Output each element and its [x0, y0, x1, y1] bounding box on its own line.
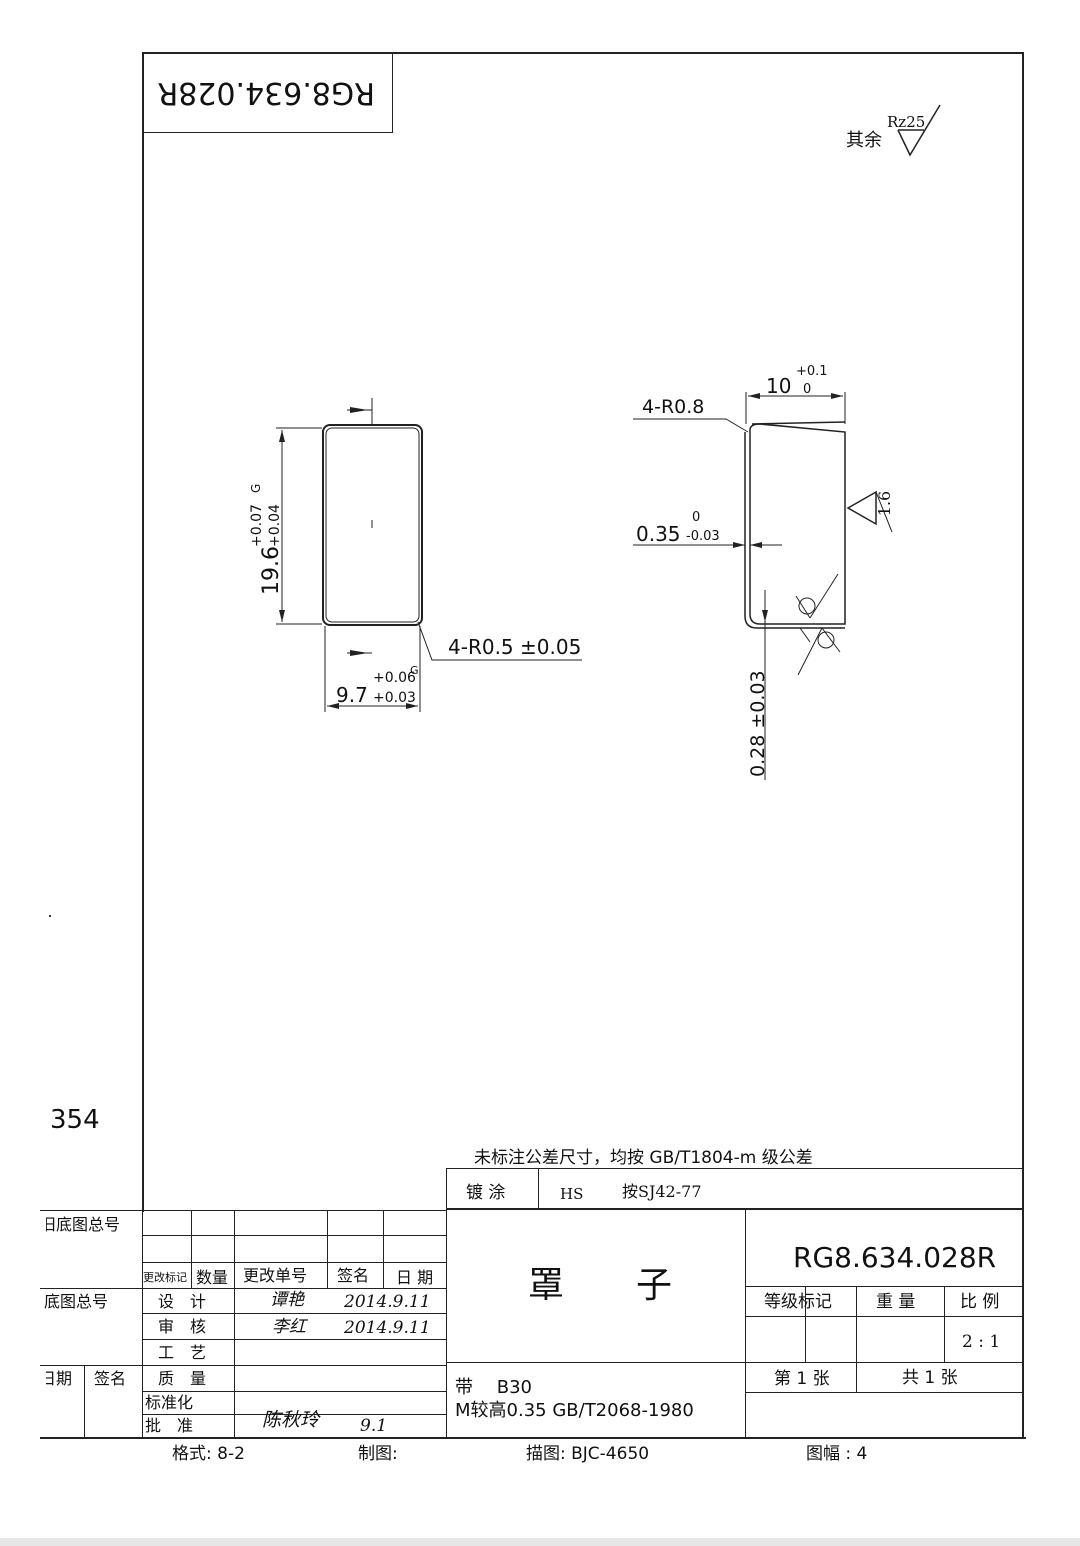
tb-line — [446, 1168, 1024, 1169]
sign-label: 签名 — [94, 1369, 127, 1388]
tb-line — [327, 1210, 328, 1288]
tb-line — [142, 1339, 446, 1340]
footer-sheet-size: 图幅 : 4 — [806, 1444, 868, 1464]
tb-line — [40, 1210, 446, 1211]
roughness-prefix: 其余 — [846, 130, 882, 151]
tb-line — [142, 1235, 446, 1236]
tb-line — [446, 1168, 447, 1438]
review-signature: 李红 — [272, 1317, 306, 1337]
role-process: 工 艺 — [158, 1343, 207, 1362]
page-number: 354 — [50, 1105, 100, 1135]
front-width-nominal: 9.7 — [336, 683, 368, 707]
tb-line — [40, 1437, 1026, 1439]
tb-line — [142, 1414, 446, 1415]
role-quality: 质 量 — [158, 1369, 207, 1388]
side-corner-radius: 4-R0.8 — [642, 396, 705, 418]
footer-format: 格式: 8-2 — [172, 1444, 245, 1464]
roughness-symbol-icon — [897, 104, 941, 157]
side-wall-nominal: 0.35 — [636, 522, 681, 546]
tb-line — [944, 1286, 945, 1362]
grade-label: 等级标记 — [764, 1292, 832, 1312]
tb-line — [40, 1365, 446, 1366]
roughness-value: Rz25 — [887, 113, 926, 131]
footer-traced-by: 描图: BJC-4650 — [526, 1444, 650, 1464]
stray-dot — [49, 915, 51, 917]
side-base-thickness: 0.28 ±0.03 — [747, 670, 769, 777]
change-docno-header: 更改单号 — [243, 1266, 308, 1285]
change-count-header: 数量 — [196, 1268, 229, 1287]
front-view-inner-outline — [325, 427, 420, 623]
front-width-tol-upper: +0.06 — [373, 670, 416, 686]
orig-total-label: 旧底图总号 — [40, 1215, 121, 1234]
tb-line — [142, 1391, 446, 1392]
plating-code: HS — [560, 1185, 584, 1203]
tolerance-note: 未标注公差尺寸，均按 GB/T1804-m 级公差 — [474, 1148, 813, 1168]
tb-line — [538, 1168, 539, 1208]
front-view-drawing — [276, 398, 582, 712]
tb-line — [446, 1208, 1024, 1210]
scale-value: 2 : 1 — [962, 1332, 1001, 1352]
front-corner-radius: 4-R0.5 ±0.05 — [448, 635, 582, 659]
tb-line — [446, 1362, 1024, 1363]
role-review: 审 核 — [158, 1317, 207, 1336]
change-date-header: 日 期 — [396, 1268, 434, 1287]
approve-date: 9.1 — [360, 1416, 388, 1436]
design-signature: 谭艳 — [270, 1290, 304, 1310]
drawing-number: RG8.634.028R — [793, 1241, 997, 1274]
tb-line — [745, 1286, 1024, 1287]
tb-line — [142, 1313, 446, 1314]
front-width-tol-lower: +0.03 — [373, 690, 416, 706]
tb-line — [191, 1210, 192, 1288]
front-width-tol-mark: G — [410, 664, 419, 677]
side-depth-tol-lower: 0 — [803, 382, 812, 397]
tb-line — [234, 1210, 235, 1437]
code-box — [142, 52, 393, 133]
role-standard: 标准化 — [145, 1393, 194, 1412]
side-view-drawing — [633, 392, 893, 780]
weight-label: 重 量 — [876, 1292, 916, 1312]
footer-drawn-by: 制图: — [358, 1444, 398, 1464]
tb-line — [142, 1262, 446, 1263]
frame-right — [1022, 52, 1024, 1437]
tb-line — [745, 1210, 746, 1438]
scale-label: 比 例 — [960, 1292, 1000, 1312]
approve-signature: 陈秋玲 — [262, 1409, 320, 1431]
material-line-1: 带 B30 — [455, 1377, 532, 1398]
frame-left — [142, 52, 144, 1212]
side-view-outline — [749, 423, 846, 625]
design-date: 2014.9.11 — [344, 1292, 431, 1312]
tb-line — [745, 1316, 1024, 1317]
tb-line — [383, 1210, 384, 1288]
role-approve: 批 准 — [145, 1416, 194, 1435]
change-sign-header: 签名 — [337, 1266, 370, 1285]
sheet-number: 第 1 张 — [774, 1369, 830, 1389]
tb-line — [856, 1286, 857, 1392]
side-depth-tol-upper: +0.1 — [796, 364, 828, 379]
bottom-gray-bar — [0, 1538, 1080, 1546]
side-wall-tol-upper: 0 — [692, 510, 701, 525]
base-total-label: 底图总号 — [44, 1292, 109, 1311]
tb-line — [84, 1365, 85, 1437]
tb-line — [142, 1210, 143, 1437]
tb-line — [745, 1392, 1024, 1393]
side-depth-nominal: 10 — [766, 374, 792, 398]
material-line-2: M较高0.35 GB/T2068-1980 — [455, 1400, 694, 1421]
sheet-total: 共 1 张 — [902, 1368, 958, 1388]
tb-line — [805, 1286, 806, 1362]
plating-label: 镀 涂 — [466, 1183, 506, 1203]
side-surface-finish: 1.6 — [875, 490, 895, 517]
part-name: 罩 子 — [528, 1265, 673, 1306]
side-wall-tol-lower: -0.03 — [686, 529, 720, 544]
role-design: 设 计 — [158, 1292, 207, 1311]
change-mark-header: 更改标记 — [143, 1271, 187, 1284]
review-date: 2014.9.11 — [344, 1318, 431, 1338]
date-label: 日期 — [40, 1369, 73, 1388]
frame-top — [142, 52, 1024, 54]
plating-standard: 按SJ42-77 — [622, 1182, 702, 1201]
tb-line — [40, 1288, 446, 1289]
